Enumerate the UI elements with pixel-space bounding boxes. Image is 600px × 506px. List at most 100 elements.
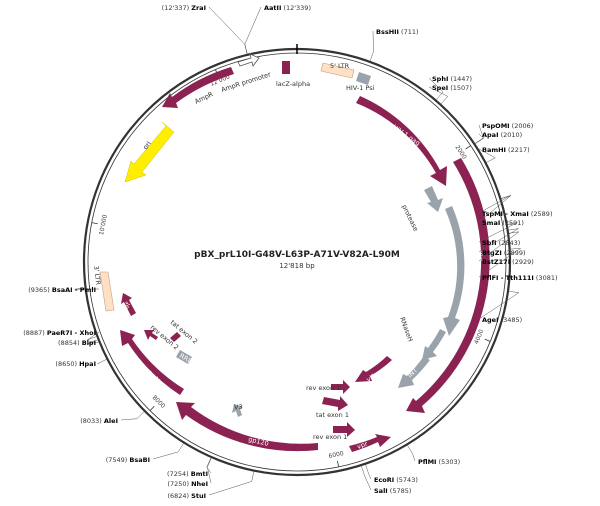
site-label: (6824) StuI [167,492,206,500]
restriction-site[interactable]: (12'337) ZraI [162,4,248,54]
tick-mark [91,222,98,225]
feature-v3[interactable] [232,404,243,417]
site-label: SpeI (1507) [432,84,472,92]
site-connector [478,222,518,243]
restriction-site[interactable]: SalI (5785) [361,466,411,495]
site-name: PflFI - Tth111I [482,274,534,282]
site-connector [365,464,372,480]
site-connector [361,466,372,491]
feature-label-ltr3: 3' LTR [92,265,102,286]
restriction-site[interactable]: ApaI (2010) [475,131,522,144]
feature-rev1b[interactable] [333,422,355,437]
restriction-site[interactable]: (8033) AleI [80,411,145,425]
restriction-site[interactable]: (8854) BlpI [58,339,100,347]
restriction-site[interactable]: (8650) HpaI [55,359,107,368]
restriction-site[interactable]: BamHI (2217) [478,146,530,163]
feature-label-tat1: tat exon 1 [316,411,349,419]
feature-amprp[interactable] [237,53,260,67]
site-connector [88,339,100,344]
restriction-site[interactable]: AgeI (3485) [478,291,522,324]
site-label: SmaI (2591) [482,219,524,227]
site-label: ApaI (2010) [482,131,522,139]
feature-psi[interactable] [356,72,371,85]
site-label: BssHII (711) [376,28,419,36]
site-connector [478,291,520,320]
feature-gag[interactable] [356,96,447,186]
site-connector [478,195,512,223]
restriction-site[interactable]: PflMI (5303) [407,445,460,466]
site-label: PflFI - Tth111I (3081) [482,274,558,282]
restriction-site[interactable]: (7549) BsaBI [106,443,184,464]
restriction-site[interactable]: SpeI (1507) [428,84,472,104]
site-connector [478,248,522,278]
tick-mark [465,145,471,150]
tick-mark [337,460,340,467]
site-position: (5785) [388,487,412,495]
feature-ltr5[interactable] [320,62,355,79]
site-name: AatII [264,4,281,12]
site-connector [208,471,255,496]
feature-tat2[interactable] [170,332,181,342]
feature-label-gp41: gp41 [146,368,163,386]
restriction-site[interactable]: (7250) NheI [167,457,212,488]
restriction-site[interactable]: (9365) BsaAI - PmlI [28,286,100,294]
site-name: SphI [432,75,448,83]
site-position: (7254) [167,470,191,478]
restriction-site[interactable]: PflFI - Tth111I (3081) [478,248,558,282]
restriction-site[interactable]: (6824) StuI [167,471,255,500]
feature-label-rev1b: rev exon 1 [313,433,347,441]
site-label: AgeI (3485) [482,316,522,324]
feature-label-protease: protease [400,203,420,232]
site-connector [478,228,519,253]
site-name: BlpI [82,339,96,347]
site-label: (8887) PaeR7I - XhoI [23,329,96,337]
restriction-site[interactable]: EcoRI (5743) [365,464,418,484]
feature-gp41[interactable] [120,330,184,395]
restriction-site[interactable]: (8887) PaeR7I - XhoI [23,329,100,341]
site-connector [478,148,496,163]
feature-rt[interactable] [443,206,465,336]
feature-rnaseh[interactable] [422,329,446,360]
feature-lacz[interactable] [282,61,290,74]
feature-tat1[interactable] [322,396,348,411]
restriction-site[interactable]: SmaI (2591) [478,195,524,227]
feature-nef[interactable] [121,293,136,316]
feature-ampr[interactable] [162,67,234,108]
site-connector [120,411,145,421]
feature-vpr[interactable] [349,434,391,452]
site-name: SpeI [432,84,448,92]
site-position: (8854) [58,339,82,347]
feature-label-ori: ori [141,139,153,151]
site-name: AgeI [482,316,499,324]
site-connector [407,445,416,462]
feature-gp120[interactable] [176,402,318,452]
restriction-site[interactable]: BstZ17I (2929) [478,231,534,266]
restriction-site[interactable]: (7254) BmtI [167,457,212,478]
site-name: BtgZI [482,249,502,257]
restriction-site[interactable]: AatII (12'339) [244,4,311,54]
site-name: BstZ17I [482,258,510,266]
feature-rev2[interactable] [144,330,158,340]
feature-rev1[interactable] [331,380,350,394]
site-position: (2217) [506,146,530,154]
feature-ltr3[interactable] [99,271,115,312]
feature-rre[interactable] [176,350,192,364]
site-label: BstZ17I (2929) [482,258,534,266]
restriction-site[interactable]: TspMI - XmaI (2589) [478,195,552,218]
site-connector [475,133,485,144]
restriction-site[interactable]: SphI (1447) [428,75,472,100]
restriction-site[interactable]: BssHII (711) [369,28,419,61]
restriction-site[interactable]: SbfI (2843) [478,222,521,248]
site-position: (2843) [497,239,521,247]
site-name: BssHII [376,28,399,36]
feature-int[interactable] [398,356,430,388]
site-connector [206,457,212,474]
site-label: BamHI (2217) [482,146,530,154]
site-position: (3081) [534,274,558,282]
feature-vif[interactable] [355,356,392,382]
site-name: PspOMI [482,122,510,130]
site-position: (711) [399,28,419,36]
feature-protease[interactable] [424,186,443,212]
feature-ori[interactable] [124,121,175,183]
